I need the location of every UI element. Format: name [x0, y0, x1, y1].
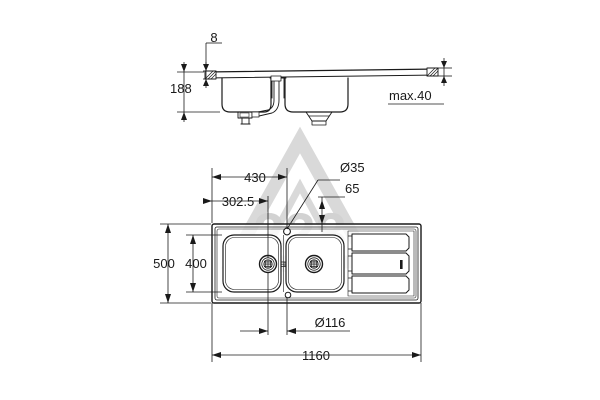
dim-116-arrow-right [287, 328, 296, 334]
dim-label-400: 400 [185, 256, 207, 271]
dim-65-arrow-top [319, 200, 325, 209]
dim-label-1160: 1160 [302, 348, 330, 363]
dim-400-arrow-top [190, 235, 196, 244]
elevation-rim-top [204, 68, 439, 73]
plan-divider-marks [281, 261, 287, 267]
plan-overflow-hole [284, 291, 292, 299]
dim-label-302-5: 302.5 [222, 194, 255, 209]
elevation-waste-right-stem [311, 120, 327, 126]
dim-500-arrow-top [165, 224, 171, 233]
plan-dimensions [160, 168, 422, 362]
plan-sink-inner-rim [214, 226, 419, 301]
dim-1160-arrow-left [212, 352, 221, 358]
dim-label-188: 188 [170, 81, 192, 96]
dim-188-arrow-top [181, 64, 187, 72]
plan-bowl-left-inner [225, 237, 279, 290]
plan-sink-rim-bead [216, 228, 417, 299]
dim-label-max40: max.40 [389, 88, 432, 103]
dim-label-d35: Ø35 [340, 160, 365, 175]
plan-bowl-left [222, 234, 282, 293]
elevation-waste-left-connector [251, 111, 260, 118]
dim-302-arrow-right [259, 198, 268, 204]
dim-65-arrow-bottom [319, 215, 325, 224]
plan-view [211, 223, 422, 304]
dim-400-arrow-bottom [190, 283, 196, 292]
dim-label-d116: Ø116 [315, 315, 346, 330]
dim-188-arrow-bottom [181, 112, 187, 120]
elevation-rim-bottom [204, 74, 439, 79]
dim-8-arrow-bottom [203, 79, 209, 86]
dim-max40-arrow-top [441, 61, 447, 68]
elevation-right-hatch [426, 67, 439, 77]
plan-drainer-area [347, 230, 415, 297]
elevation-waste-left-stem [241, 117, 250, 125]
plan-tap-hole [283, 227, 291, 236]
plan-drainer-flutes [348, 233, 410, 294]
dim-116-arrow-left [259, 328, 268, 334]
elevation-bowl-left [221, 77, 272, 113]
plan-bowl-divider [283, 235, 287, 292]
dim-max40-arrow-bottom [441, 76, 447, 83]
dim-302-arrow-left [203, 198, 212, 204]
plan-waste-right [304, 254, 324, 274]
elevation-dimensions [177, 42, 452, 122]
dim-8-arrow-top [203, 64, 209, 71]
dim-label-65: 65 [345, 181, 359, 196]
plan-drainer-notch [400, 260, 403, 269]
elevation-overflow-pipe-2 [258, 79, 280, 117]
plan-waste-left [258, 254, 278, 274]
elevation-right-endcap [426, 67, 439, 77]
dim-d35-leader [286, 179, 319, 230]
dim-500-arrow-bottom [165, 294, 171, 303]
dim-1160-arrow-right [412, 352, 421, 358]
dim-label-8: 8 [210, 30, 217, 45]
elevation-waste-left-grid [239, 112, 250, 118]
dim-430-arrow-left [212, 174, 221, 180]
plan-bowl-right-inner [288, 237, 342, 290]
elevation-overflow-cap [270, 75, 282, 82]
elevation-bowl-right [284, 77, 349, 113]
elevation-overflow-pipe [257, 79, 275, 113]
dim-label-500: 500 [153, 256, 175, 271]
dim-430-arrow-right [278, 174, 287, 180]
elevation-waste-right-cone [305, 111, 333, 122]
dim-label-430: 430 [244, 170, 266, 185]
